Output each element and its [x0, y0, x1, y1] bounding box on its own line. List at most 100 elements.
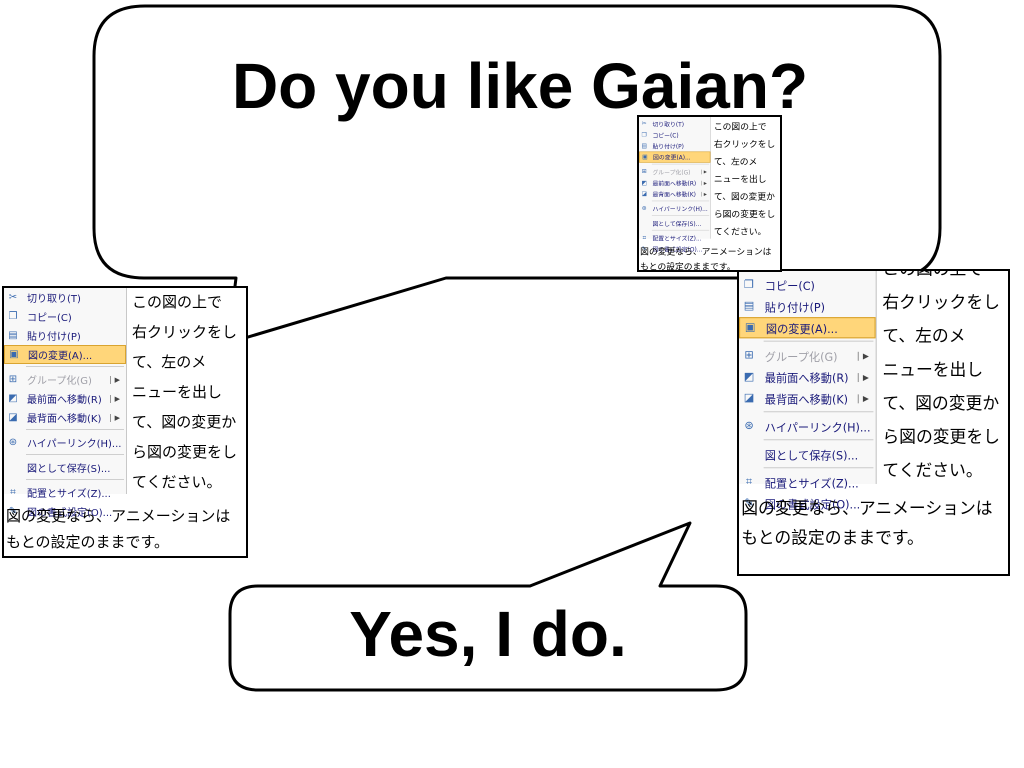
- menu-item-icon-spacer: [4, 460, 22, 475]
- bring-to-front-icon: ◩: [743, 370, 755, 384]
- menu-separator: [763, 340, 874, 342]
- change-picture-icon: ▣: [642, 153, 648, 161]
- format-picture-icon: ✎: [744, 497, 754, 510]
- instruction-image-content: ✂切り取り(T)❐コピー(C)▤貼り付け(P)▣図の変更(A)...⊞グループ化…: [739, 271, 1008, 551]
- copy-icon: ❐: [744, 279, 755, 292]
- instruction-side-text: ニューを出し: [713, 173, 767, 185]
- instruction-side-text: て、図の変更か: [713, 191, 775, 202]
- context-menu-item-label: コピー(C): [764, 281, 815, 294]
- context-menu-item: ✂ 切り取り(T): [4, 288, 126, 307]
- context-menu-item: ⌗配置とサイズ(Z)...: [739, 472, 876, 493]
- group-icon: ⊞: [744, 349, 754, 362]
- instruction-side-text: ら図の変更をし: [713, 208, 776, 220]
- hyperlink-icon: ⊛: [8, 437, 18, 448]
- context-menu-item: ⊞ グループ化(G) ▶: [639, 166, 710, 177]
- scissors-icon: ✂: [8, 292, 18, 303]
- context-menu-item-label: ハイパーリンク(H)...: [652, 206, 708, 213]
- instruction-image-content: ✂ 切り取り(T) ❐コピー(C)▤貼り付け(P) ▣ 図の変更(A)... ⊞グループ化…: [4, 288, 246, 554]
- context-menu-item-label: 図として保存(S)...: [27, 464, 111, 475]
- instruction-side-text: てください。: [882, 460, 983, 481]
- instruction-bottom-text: もとの設定のままです。: [741, 527, 924, 548]
- instruction-bottom-text: 図の変更なら、アニメーションは: [741, 498, 993, 519]
- context-menu-item-label: 図の変更(A)...: [28, 351, 93, 362]
- instruction-side-text: ら図の変更をし: [882, 426, 1000, 447]
- size-position-icon: ⌗: [642, 234, 646, 242]
- context-menu-item-label: 切り取り(T): [27, 294, 81, 305]
- size-position-icon: ⌗: [10, 487, 16, 498]
- paste-icon: ▤: [743, 300, 755, 313]
- context-menu-item: ◩最前面へ移動(R)▶: [4, 389, 126, 408]
- change-picture-icon: ▣: [9, 349, 19, 360]
- context-menu-item-label: 最前面へ移動(R): [764, 373, 849, 386]
- send-to-back-icon: ◪: [8, 412, 18, 423]
- context-menu-item: 図として保存(S)...: [4, 458, 126, 477]
- context-menu-item: ▣ 図の変更(A)...: [639, 151, 711, 163]
- context-menu-item: ⊛ハイパーリンク(H)...: [739, 416, 876, 437]
- menu-separator: [763, 439, 874, 441]
- instruction-side-text: て、図の変更か: [132, 413, 237, 431]
- bring-to-front-icon: ◩: [8, 393, 18, 404]
- instruction-bottom-text: もとの設定のままです。: [6, 533, 170, 551]
- menu-separator: [651, 229, 710, 231]
- copy-icon: ❐: [641, 131, 647, 139]
- submenu-arrow-icon: ▶: [857, 351, 869, 361]
- answer-speech-bubble: [228, 521, 748, 692]
- answer-text: Yes, I do.: [349, 598, 627, 670]
- paste-icon: ▤: [8, 330, 18, 341]
- scissors-icon: ✂: [641, 120, 647, 127]
- context-menu-item-label: グループ化(G): [652, 169, 691, 177]
- change-picture-icon: ▣: [744, 321, 756, 334]
- instruction-side-text: ら図の変更をし: [132, 443, 238, 461]
- submenu-arrow-icon: ▶: [700, 180, 707, 186]
- context-menu-item-label: 最前面へ移動(R): [27, 395, 102, 406]
- instruction-side-text: ニューを出し: [132, 383, 223, 401]
- context-menu-item: ❐コピー(C): [4, 307, 126, 326]
- context-menu: ✂切り取り(T)❐コピー(C)▤貼り付け(P)▣図の変更(A)...⊞グループ化…: [739, 271, 877, 512]
- context-menu-item-label: 配置とサイズ(Z)...: [27, 489, 111, 500]
- submenu-arrow-icon: ▶: [700, 191, 707, 197]
- send-to-back-icon: ◪: [743, 392, 755, 405]
- instruction-bottom-text: もとの設定のままです。: [640, 261, 736, 272]
- context-menu-item: ◪最背面へ移動(K)▶: [4, 408, 126, 427]
- instruction-side-text: て、図の変更か: [882, 393, 1000, 414]
- context-menu: ✂切り取り(T)❐コピー(C)▤貼り付け(P)▣図の変更(A)...⊞グループ化…: [639, 117, 711, 253]
- context-menu-item: ▣図の変更(A)...: [739, 317, 876, 339]
- bring-to-front-icon: ◩: [641, 179, 648, 187]
- context-menu-item-label: 図の変更(A)...: [653, 155, 691, 162]
- menu-separator: [26, 479, 124, 480]
- context-menu-item-label: 貼り付け(P): [652, 143, 684, 151]
- menu-separator: [26, 429, 124, 430]
- instruction-side-text: この図の上で: [882, 271, 983, 279]
- context-menu-item-label: 切り取り(T): [765, 271, 825, 272]
- group-icon: ⊞: [8, 374, 18, 385]
- menu-separator: [651, 200, 710, 202]
- submenu-arrow-icon: ▶: [700, 169, 707, 175]
- context-menu-item-label: 配置とサイズ(Z)...: [764, 478, 859, 491]
- context-menu-item: 図として保存(S)...: [639, 218, 710, 229]
- context-menu-item: ✎図の書式設定(O)...: [4, 502, 126, 521]
- instruction-side-text: てください。: [713, 226, 767, 237]
- context-menu-item: ✎図の書式設定(O)...: [639, 243, 710, 254]
- context-menu: ✂ 切り取り(T) ❐コピー(C)▤貼り付け(P) ▣ 図の変更(A)... ⊞グループ化…: [4, 288, 127, 519]
- menu-separator: [763, 411, 874, 413]
- context-menu-item: ⊞グループ化(G)▶: [739, 345, 876, 366]
- context-menu-item: ▤貼り付け(P): [4, 326, 126, 345]
- group-icon: ⊞: [641, 168, 647, 175]
- menu-separator: [26, 454, 124, 455]
- format-picture-icon: ✎: [641, 245, 647, 253]
- context-menu-item-label: 図の書式設定(O)...: [764, 499, 861, 512]
- instruction-bottom-text: 図の変更なら、アニメーションは: [640, 246, 772, 257]
- instruction-side-text: て、左のメ: [713, 156, 758, 167]
- context-menu-item-label: 最背面へ移動(K): [764, 394, 849, 407]
- menu-separator: [651, 215, 710, 216]
- context-menu-item-label: コピー(C): [27, 313, 72, 324]
- context-menu-item: ⊞グループ化(G)▶: [4, 370, 126, 389]
- context-menu-item-label: 切り取り(T): [652, 121, 684, 129]
- instruction-side-text: この図の上で: [132, 293, 223, 311]
- hyperlink-icon: ⊛: [641, 205, 647, 212]
- paste-icon: ▤: [641, 142, 648, 150]
- context-menu-item-label: ハイパーリンク(H)...: [764, 422, 871, 435]
- context-menu-item: ▤ 貼り付け(P): [639, 140, 710, 151]
- context-menu-item-label: 最前面へ移動(R): [652, 180, 697, 188]
- context-menu-item: ▣ 図の変更(A)...: [4, 345, 126, 364]
